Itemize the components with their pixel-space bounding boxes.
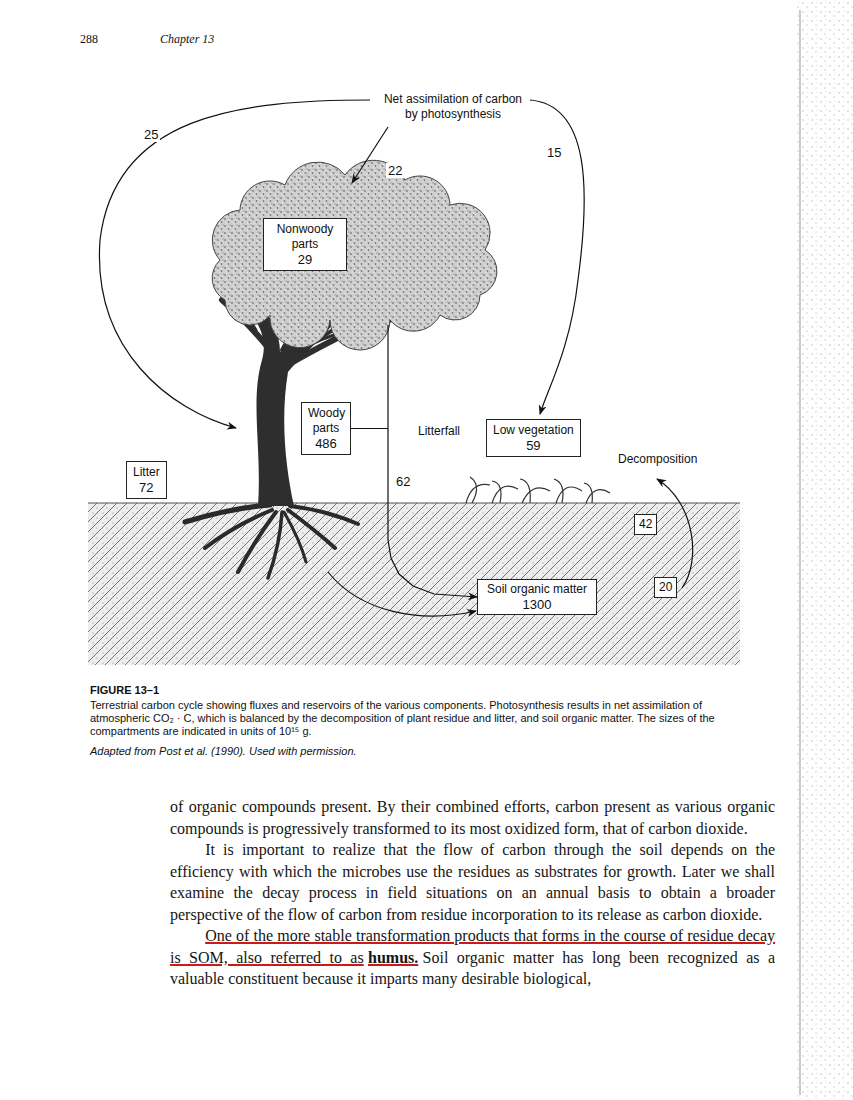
reservoir-box: Low vegetation59 [486,419,581,457]
root-input-arrow [328,572,476,616]
chapter-heading: Chapter 13 [160,32,214,47]
flux-value: 15 [545,145,563,160]
tree-roots [185,505,358,578]
reservoir-box: Nonwoody parts29 [263,218,347,271]
reservoir-box: Litter72 [126,461,167,499]
reservoir-name: Soil organic matter [487,582,587,597]
carbon-amount: 486 [308,436,344,451]
flux-source-label: Net assimilation of carbon by photosynth… [376,92,530,122]
ground-surface [88,503,740,504]
reservoir-name: 42 [639,517,652,532]
carbon-amount: 59 [493,438,574,453]
scan-margin [795,0,853,1100]
flux-arrow [530,100,584,414]
reservoir-name: Nonwoody parts [270,222,340,252]
reservoir-box: Woody parts486 [301,402,351,455]
soil-ground [88,503,740,665]
body-paragraph: One of the more stable transformation pr… [170,925,775,990]
page-number: 288 [80,32,98,47]
flux-label: Litterfall [416,424,462,439]
litterfall-line [387,325,388,428]
figure-title: FIGURE 13–1 [90,684,159,697]
flux-box: 20 [654,577,677,598]
page-edge [800,10,801,1095]
carbon-amount: 29 [270,252,340,267]
grass [466,477,610,503]
reservoir-name: Woody parts [308,406,344,436]
figure-caption: Terrestrial carbon cycle showing fluxes … [90,699,745,738]
flux-arrow [99,100,370,428]
reservoir-box: Soil organic matter1300 [477,579,597,615]
body-paragraph: It is important to realize that the flow… [170,839,775,925]
decomposition-arrow [657,479,693,588]
figure-credit: Adapted from Post et al. (1990). Used wi… [90,745,357,758]
tree-canopy [212,160,497,350]
flux-arrows [99,100,692,616]
reservoir-name: Low vegetation [493,423,574,438]
reservoir-name: Litter [133,465,160,480]
flux-box: 42 [634,514,657,535]
process-label: Decomposition [616,452,699,467]
flux-value: 25 [142,127,160,142]
flux-arrow [352,127,388,183]
body-text-block: of organic compounds present. By their c… [170,796,775,990]
carbon-amount: 1300 [487,597,587,612]
flux-connector [351,429,477,598]
reservoir-name: 20 [659,580,672,595]
body-paragraph: of organic compounds present. By their c… [170,796,775,839]
carbon-amount: 72 [133,480,160,495]
flux-value: 62 [394,474,412,489]
key-term: humus. [368,949,418,966]
flux-value: 22 [386,163,404,178]
